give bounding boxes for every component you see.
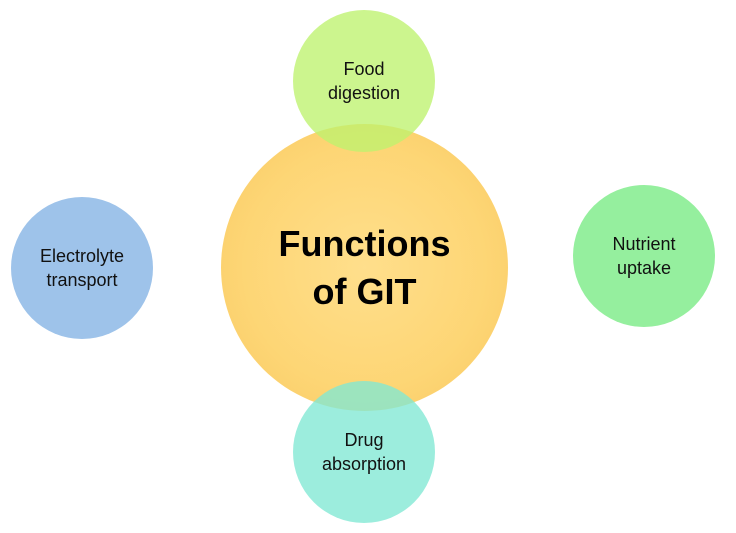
nutrient-uptake-label: Nutrient uptake xyxy=(612,234,676,278)
center-circle: Functions of GIT xyxy=(221,124,508,411)
nutrient-uptake-circle: Nutrient uptake xyxy=(573,185,715,327)
drug-absorption-label: Drug absorption xyxy=(321,430,407,474)
drug-absorption-circle: Drug absorption xyxy=(293,381,435,523)
center-label: Functions of GIT xyxy=(278,222,451,312)
food-digestion-circle: Food digestion xyxy=(293,10,435,152)
food-digestion-label: Food digestion xyxy=(327,59,401,103)
electrolyte-transport-circle: Electrolyte transport xyxy=(11,197,153,339)
electrolyte-transport-label: Electrolyte transport xyxy=(39,246,125,290)
